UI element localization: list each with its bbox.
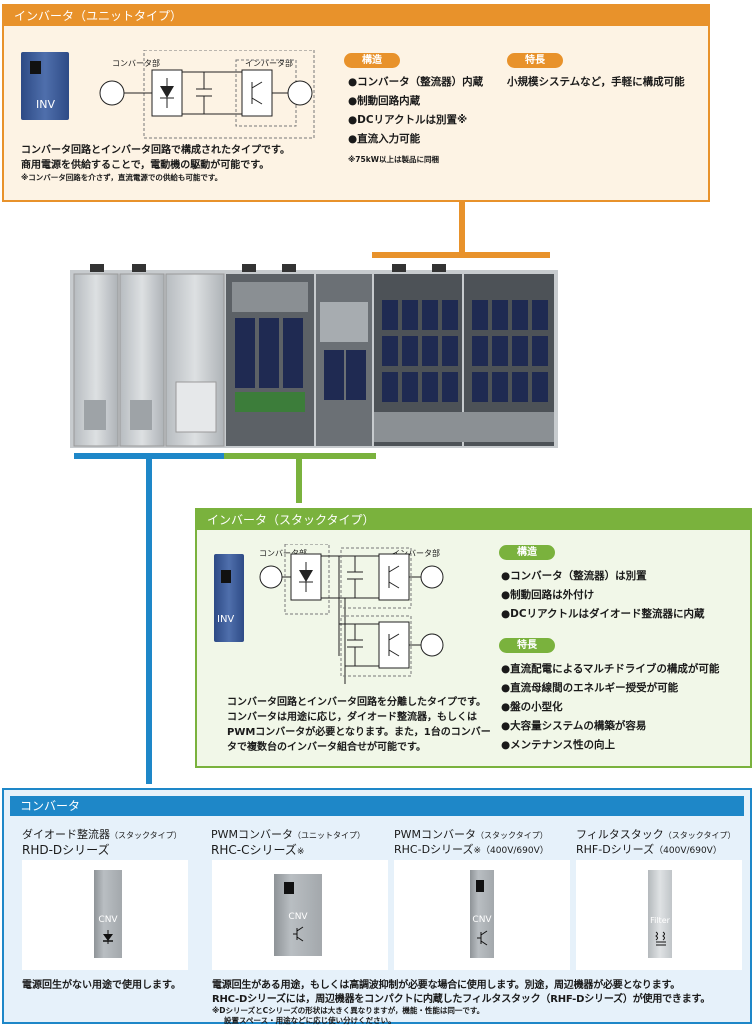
- product-1-series: RHD-Dシリーズ: [22, 843, 110, 857]
- green-connector-horizontal: [224, 453, 376, 459]
- inverter-part-label: インバータ部: [245, 59, 293, 68]
- stack-inv-icon: INV: [214, 554, 244, 642]
- unit-structure-note: ※75kW以上は製品に同梱: [348, 155, 439, 164]
- product-4-name: フィルタスタック（スタックタイプ）: [576, 826, 735, 842]
- stack-feature-item-4: ●大容量システムの構築が容易: [501, 720, 647, 732]
- unit-structure-item-4: ●直流入力可能: [348, 133, 421, 145]
- unit-desc-line-1: コンバータ回路とインバータ回路で構成されたタイプです。: [21, 145, 290, 156]
- blue-connector-horizontal: [74, 453, 224, 459]
- product-2-name: PWMコンバータ（ユニットタイプ）: [211, 826, 365, 842]
- unit-features-text: 小規模システムなど，手軽に構成可能: [507, 76, 685, 88]
- converter-note-left: 電源回生がない用途で使用します。: [22, 980, 181, 991]
- stack-inv-display: [221, 570, 231, 583]
- unit-structure-item-1: ●コンバータ（整流器）内蔵: [348, 76, 484, 88]
- igbt-icon: [293, 926, 304, 942]
- stack-structure-pill: 構造: [499, 545, 555, 560]
- inv-display: [30, 61, 41, 74]
- stack-inverter-part-label: インバータ部: [392, 549, 440, 558]
- product-4-series: RHF-Dシリーズ（400V/690V）: [576, 841, 722, 857]
- converter-part-label: コンバータ部: [112, 59, 160, 68]
- stack-feature-item-2: ●直流母線間のエネルギー授受が可能: [501, 682, 679, 694]
- diode-icon: [103, 930, 113, 944]
- product-2-type: （ユニットタイプ）: [293, 831, 366, 840]
- stack-desc-line-3: PWMコンバータが必要となります。また，1台のコンバー: [227, 727, 491, 738]
- orange-connector-horizontal: [372, 252, 550, 258]
- product-2-name-text: PWMコンバータ: [211, 828, 294, 841]
- product-3-type: （スタックタイプ）: [476, 831, 548, 840]
- unit-type-panel: インバータ（ユニットタイプ） INV コンバータ部 インバータ部 電源 M 構造…: [2, 4, 710, 202]
- green-connector-vertical: [296, 459, 302, 503]
- unit-structure-item-2: ●制動回路内蔵: [348, 95, 421, 107]
- product-2-series-text: RHC-Cシリーズ: [211, 843, 297, 857]
- inverter-cabinet-photo: [70, 262, 558, 450]
- converter-note-right-1: 電源回生がある用途，もしくは高調波抑制が必要な場合に使用します。別途，周辺機器が…: [212, 980, 681, 991]
- product-4-image: Filter: [576, 860, 742, 970]
- stack-structure-item-1: ●コンバータ（整流器）は別置: [501, 570, 647, 582]
- product-1-type: （スタックタイプ）: [110, 831, 182, 840]
- stack-type-panel: インバータ（スタックタイプ） INV コンバータ部 インバータ部 電源 M M: [195, 508, 752, 768]
- product-1-name: ダイオード整流器（スタックタイプ）: [22, 826, 182, 842]
- product-3-series-text: RHC-Dシリーズ: [394, 843, 474, 856]
- orange-connector-vertical: [459, 202, 465, 258]
- product-3-series: RHC-Dシリーズ※（400V/690V）: [394, 841, 549, 857]
- converter-panel: コンバータ ダイオード整流器（スタックタイプ） RHD-Dシリーズ CNV PW…: [2, 788, 752, 1025]
- product-2-cabinet: [274, 874, 322, 956]
- product-2-label: CNV: [288, 912, 308, 922]
- igbt-icon: [477, 930, 488, 946]
- stack-feature-item-5: ●メンテナンス性の向上: [501, 739, 615, 751]
- product-2-display: [284, 882, 294, 894]
- stack-inv-label: INV: [217, 614, 235, 625]
- stack-features-pill: 特長: [499, 638, 555, 653]
- stack-structure-item-2: ●制動回路は外付け: [501, 589, 595, 601]
- stack-type-title: インバータ（スタックタイプ）: [197, 510, 750, 530]
- unit-type-title: インバータ（ユニットタイプ）: [4, 6, 708, 26]
- stack-desc-line-1: コンバータ回路とインバータ回路を分離したタイプです。: [227, 697, 486, 708]
- product-1-image: CNV: [22, 860, 188, 970]
- product-4-label: Filter: [650, 916, 670, 925]
- filter-icon: [655, 931, 666, 946]
- inv-unit-icon: INV: [21, 52, 69, 120]
- product-4-cabinet: [648, 870, 672, 958]
- inv-label: INV: [36, 98, 55, 111]
- unit-desc-note: ※コンバータ回路を介さず，直流電源での供給も可能です。: [21, 173, 223, 182]
- product-3-image: CNV: [394, 860, 570, 970]
- unit-desc-line-2: 商用電源を供給することで，電動機の駆動が可能です。: [21, 160, 270, 171]
- stack-feature-item-1: ●直流配電によるマルチドライブの構成が可能: [501, 663, 720, 675]
- stack-structure-item-3: ●DCリアクトルはダイオード整流器に内蔵: [501, 608, 705, 620]
- product-3-suffix: ※（400V/690V）: [473, 846, 549, 856]
- converter-footnote-1: ※DシリーズとCシリーズの形状は大きく異なりますが，機能・性能は同一です。: [212, 1006, 485, 1015]
- unit-structure-item-3: ●DCリアクトルは別置※: [348, 114, 468, 126]
- unit-features-pill: 特長: [507, 53, 563, 68]
- unit-structure-pill: 構造: [344, 53, 400, 68]
- blue-connector-vertical: [146, 459, 152, 784]
- product-3-display: [476, 880, 484, 892]
- stack-circuit-diagram: [259, 544, 444, 684]
- converter-note-right-2: RHC-Dシリーズには，周辺機器をコンパクトに内蔵したフィルタスタック（RHF-…: [212, 994, 711, 1005]
- product-2-series: RHC-Cシリーズ※: [211, 841, 304, 858]
- product-3-name: PWMコンバータ（スタックタイプ）: [394, 826, 548, 842]
- stack-desc-line-2: コンバータは用途に応じ，ダイオード整流器，もしくは: [227, 712, 477, 723]
- converter-title: コンバータ: [10, 796, 744, 816]
- product-1-cabinet: [94, 870, 122, 958]
- unit-circuit-diagram: [99, 50, 315, 139]
- stack-desc-line-4: タで複数台のインバータ組合せが可能です。: [227, 742, 426, 753]
- product-2-suffix: ※: [296, 847, 305, 857]
- product-3-label: CNV: [472, 915, 492, 925]
- product-1-name-text: ダイオード整流器: [22, 828, 110, 841]
- stack-converter-part-label: コンバータ部: [259, 549, 307, 558]
- product-4-name-text: フィルタスタック: [576, 828, 664, 841]
- product-4-type: （スタックタイプ）: [663, 831, 736, 840]
- product-4-series-text: RHF-Dシリーズ: [576, 843, 655, 856]
- product-4-suffix: （400V/690V）: [654, 846, 722, 856]
- product-3-name-text: PWMコンバータ: [394, 828, 477, 841]
- product-1-label: CNV: [98, 915, 118, 925]
- stack-feature-item-3: ●盤の小型化: [501, 701, 563, 713]
- converter-footnote-2: 設置スペース・用途などに応じ使い分けください。: [224, 1016, 396, 1025]
- product-2-image: CNV: [212, 860, 388, 970]
